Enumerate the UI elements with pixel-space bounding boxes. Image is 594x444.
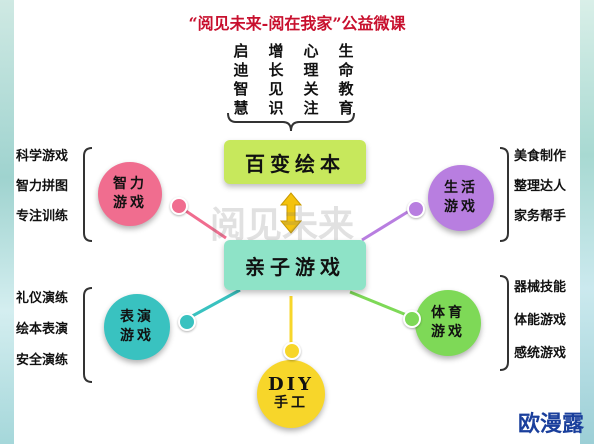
list-item: 安全演练 [16,353,69,368]
zhili-dot [170,197,188,215]
biaoyan-line1: 表演 [120,309,154,325]
shenghuo-dot [407,200,425,218]
diy-dot [283,342,301,360]
biaoyan-bracket [83,287,93,383]
list-item: 智力拼图 [16,179,69,194]
list-item: 感统游戏 [514,346,567,361]
shenghuo-spoke [361,206,415,242]
top-bracket [227,112,355,132]
shenghuo-list: 美食制作 整理达人 家务帮手 [514,142,566,232]
corner-watermark: 欧漫露 [517,412,584,437]
tiyu-list: 器械技能 体能游戏 感统游戏 [514,271,566,370]
double-arrow-icon [279,192,303,234]
shenghuo-bracket [499,147,509,242]
tiyu-bracket [499,275,509,371]
diy-line2: 手工 [274,395,308,411]
tiyu-line2: 游戏 [431,324,465,340]
list-item: 礼仪演练 [16,291,69,306]
diy-circle: DIY 手工 [257,360,325,428]
list-item: 整理达人 [514,179,567,194]
watermark: 阅见未来 [210,205,355,246]
zhili-line2: 游戏 [113,195,147,211]
shenghuo-line2: 游戏 [444,199,478,215]
biaoyan-spoke [184,288,241,322]
tiyu-dot [403,310,421,328]
biaoyan-line2: 游戏 [120,328,154,344]
list-item: 器械技能 [514,280,567,295]
biaoyan-circle: 表演 游戏 [104,294,170,360]
tiyu-line1: 体育 [431,305,465,321]
diagram-title: “阅见未来-阅在我家”公益微课 [188,14,406,33]
list-item: 科学游戏 [16,149,69,164]
zhili-list: 科学游戏 智力拼图 专注训练 [16,142,68,232]
top-column-3: 心理关注 [303,42,319,117]
right-decor-strip [580,0,594,444]
zhili-bracket [83,147,93,242]
list-item: 绘本表演 [16,322,69,337]
shenghuo-line1: 生活 [444,180,478,196]
list-item: 体能游戏 [514,313,567,328]
top-column-2: 增长见识 [268,42,284,117]
biaoyan-list: 礼仪演练 绘本表演 安全演练 [16,283,68,376]
top-column-1: 启迪智慧 [233,42,249,117]
center-box-parent-child-games: 亲子游戏 [224,240,366,290]
shenghuo-circle: 生活 游戏 [428,165,494,231]
list-item: 美食制作 [514,149,567,164]
top-column-4: 生命教育 [338,42,354,117]
zhili-circle: 智力 游戏 [98,162,162,226]
zhili-line1: 智力 [113,176,147,192]
diy-line1: DIY [268,374,314,395]
biaoyan-dot [178,313,196,331]
left-decor-strip [0,0,14,444]
list-item: 家务帮手 [514,209,567,224]
list-item: 专注训练 [16,209,69,224]
center-box-picture-books: 百变绘本 [224,140,366,184]
tiyu-circle: 体育 游戏 [415,290,481,356]
